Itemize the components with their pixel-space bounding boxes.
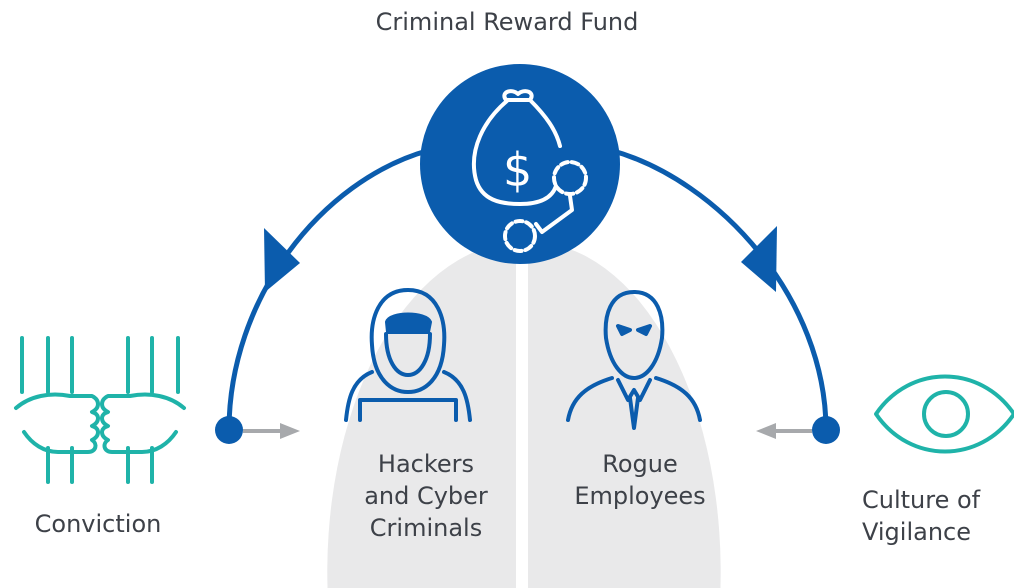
diagram-title: Criminal Reward Fund [375,8,639,36]
fist-bump-bars-icon [14,336,186,484]
hackers-panel [327,242,516,588]
money-bag-handcuffs-icon: $ [420,64,620,264]
rogue-employee-icon [566,290,702,430]
rogue-panel [528,241,721,588]
left-gray-arrowhead [280,423,300,439]
conviction-label: Conviction [34,510,162,538]
cycle-arc [215,147,840,444]
right-dot [812,416,840,444]
hackers-label: Hackers and Cyber Criminals [364,450,488,542]
gray-arrows [243,423,812,439]
hacker-icon [344,288,472,422]
left-arrowhead [264,228,300,292]
right-arrowhead [741,226,777,292]
eye-icon [874,374,1014,454]
left-dot [215,416,243,444]
svg-text:$: $ [503,143,532,197]
culture-of-vigilance-label: Culture of Vigilance [862,486,981,546]
center-semicircle [327,241,721,588]
rogue-employees-label: Rogue Employees [574,450,706,510]
right-gray-arrowhead [756,423,776,439]
